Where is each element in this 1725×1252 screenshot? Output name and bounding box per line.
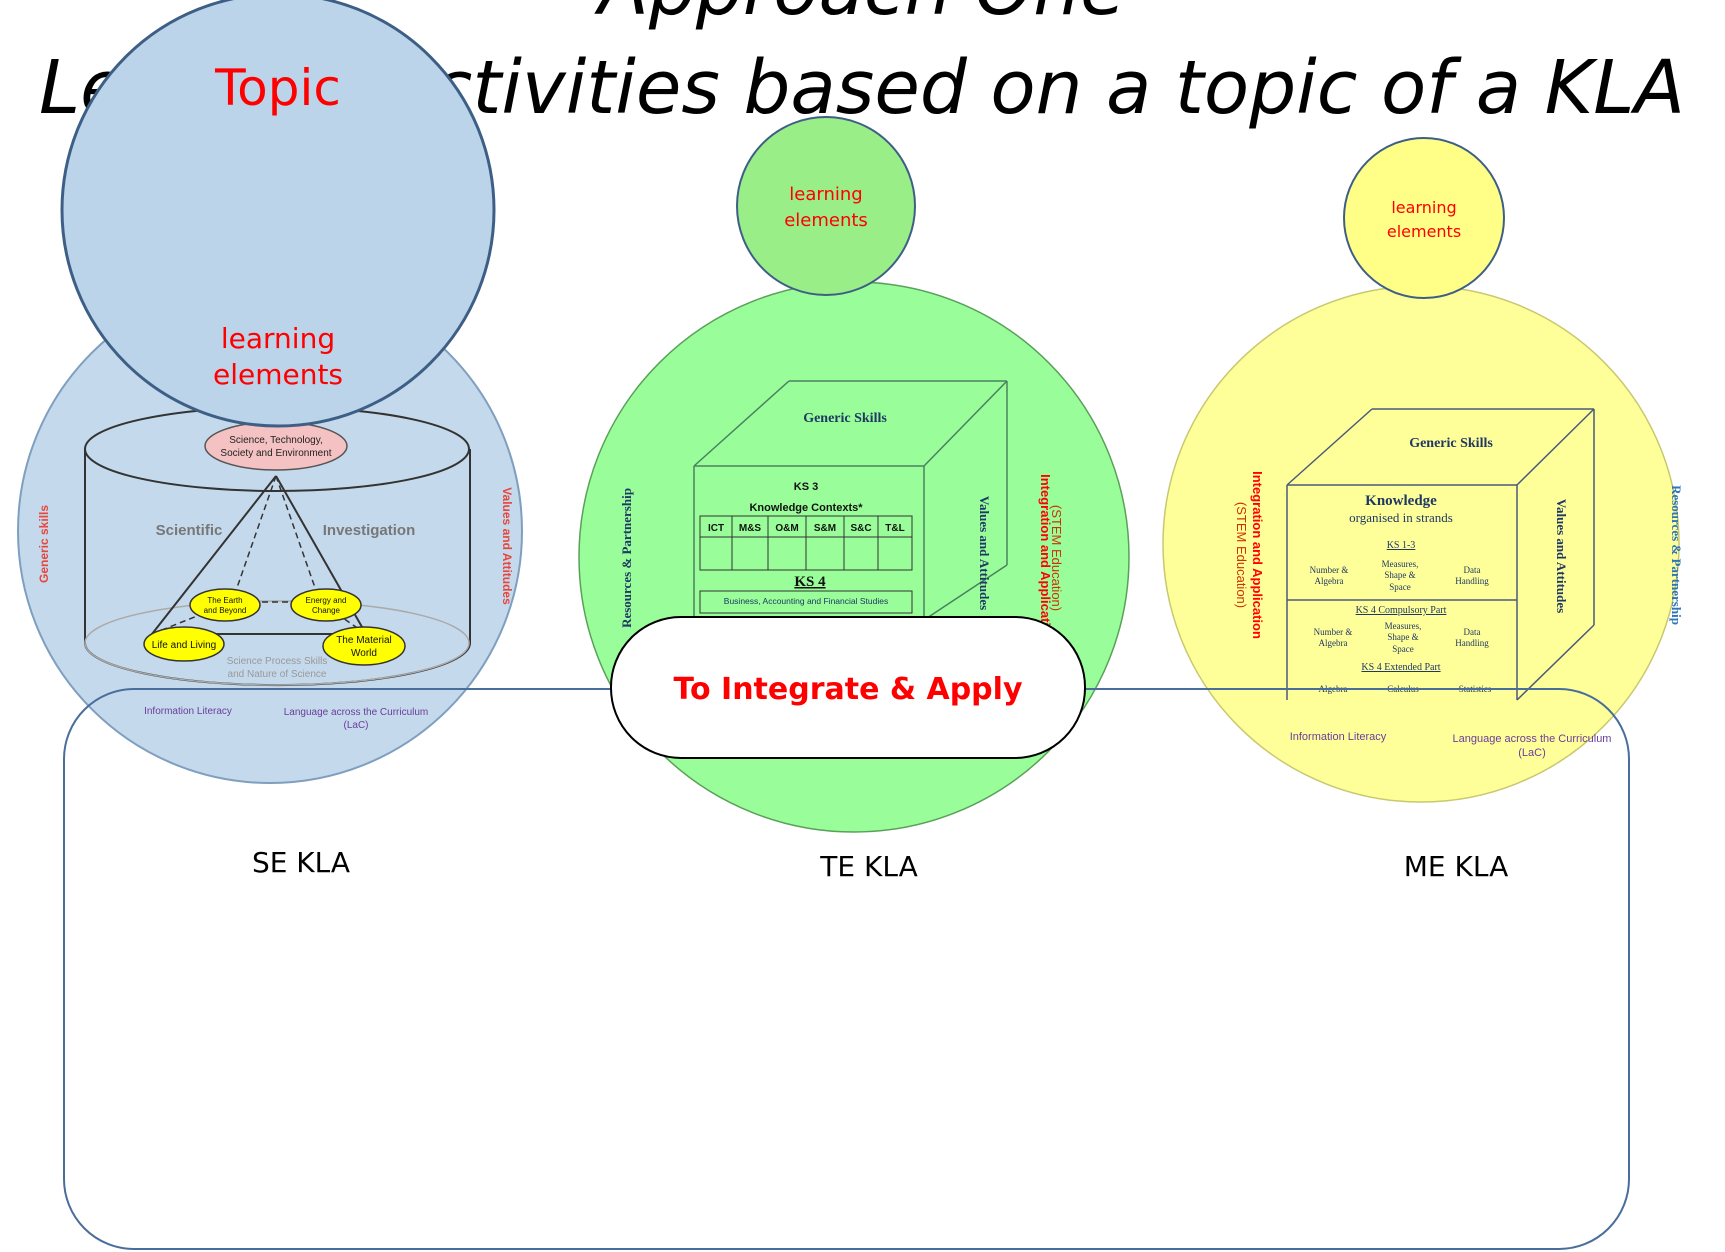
title-line1: Approach One [594,0,1125,32]
me-lac-line2: (LaC) [1518,747,1546,759]
me-stem: (STEM Education) [1234,502,1249,608]
te-generic-skills: Generic Skills [803,411,887,426]
me-r1-c1-l2: Algebra [1315,576,1344,586]
te-stem: (STEM Education) [1049,505,1064,611]
te-cube [693,380,1008,621]
me-r2-c3-l1: Data [1464,627,1481,637]
me-values: Values and Attitudes [1554,499,1569,613]
me-kla-label: ME KLA [1404,850,1509,883]
se-strand-energy-l1: Energy and [306,596,347,605]
se-strand-energy [290,588,362,622]
se-kla-label: SE KLA [252,846,350,879]
te-ks4: KS 4 [794,574,826,590]
me-r2-c3-l2: Handling [1455,638,1489,648]
te-values: Values and Attitudes [977,496,992,610]
te-cell-sm: S&M [814,523,836,534]
me-learning-word: learning [1391,198,1456,217]
se-strand-material-l2: World [351,648,377,659]
se-strand-life-label: Life and Living [152,640,217,651]
se-investigation-label: Investigation [323,522,416,539]
me-integration: Integration and Application [1250,471,1265,639]
me-r1-c3-l2: Handling [1455,576,1489,586]
me-strands: organised in strands [1349,510,1453,525]
se-scientific-label: Scientific [156,522,223,539]
me-info-literacy: Information Literacy [1290,731,1387,743]
se-strand-material-l1: The Material [336,635,392,646]
me-r2-c2-l3: Space [1392,644,1414,654]
se-process-line1: Science Process Skills [227,656,328,667]
te-learning-word: learning [789,184,862,205]
te-kla-label: TE KLA [819,850,917,883]
te-grid [699,515,913,571]
se-strand-earth [189,588,261,622]
me-ks13: KS 1-3 [1387,540,1416,551]
se-process-line2: and Nature of Science [228,669,327,680]
te-cell-ms: M&S [739,523,762,534]
me-r2-c1-l2: Algebra [1319,638,1348,648]
se-strand-energy-l2: Change [312,606,341,615]
me-r1-c3-l1: Data [1464,565,1481,575]
topic-label: Topic [214,59,341,117]
se-generic-skills: Generic skills [37,505,51,583]
me-elements-word: elements [1387,222,1461,241]
integrate-pill [610,616,1086,759]
me-resources: Resources & Partnership [1669,485,1684,625]
te-resources: Resources & Partnership [619,488,634,628]
me-r2-c2-l1: Measures, [1385,621,1422,631]
se-values-attitudes: Values and Attitudes [500,487,514,605]
se-strand-earth-l1: The Earth [207,596,242,605]
se-learning-word: learning [221,322,335,355]
te-contexts: Knowledge Contexts* [749,502,863,514]
me-r1-c2-l3: Space [1389,582,1411,592]
me-r1-c1-l1: Number & [1310,565,1349,575]
me-r1-c2-l1: Measures, [1382,559,1419,569]
me-learning-circle [1343,137,1505,299]
se-stse-line1: Science, Technology, [229,435,323,446]
te-cell-sc: S&C [850,523,871,534]
me-r2-c1-l1: Number & [1314,627,1353,637]
se-info-literacy: Information Literacy [144,706,232,717]
me-r1-c2-l2: Shape & [1384,570,1415,580]
te-ks4-sub: Business, Accounting and Financial Studi… [724,596,888,606]
te-ks3: KS 3 [794,481,818,493]
me-lac-line1: Language across the Curriculum [1453,733,1612,745]
integrate-label: To Integrate & Apply [674,672,1023,707]
te-elements-word: elements [784,210,868,231]
te-cell-om: O&M [775,523,798,534]
se-lac-line2: (LaC) [343,720,368,731]
se-strand-earth-l2: and Beyond [204,606,247,615]
me-knowledge: Knowledge [1365,493,1437,509]
te-cell-tl: T&L [885,523,904,534]
me-r2-c2-l2: Shape & [1387,632,1418,642]
te-integration: Integration and Application [1038,474,1053,642]
me-generic-skills: Generic Skills [1409,436,1493,451]
te-ks4-box [699,590,913,614]
se-stse-line2: Society and Environment [220,448,331,459]
se-elements-word: elements [213,358,343,391]
se-lac-line1: Language across the Curriculum [284,707,429,718]
se-strand-life [143,626,225,662]
se-stse-node [204,421,348,471]
te-learning-circle [736,116,916,296]
te-cell-ict: ICT [708,523,724,534]
me-compulsory: KS 4 Compulsory Part [1356,605,1447,616]
me-cube [1286,408,1595,701]
topic-circle [60,0,496,428]
me-extended: KS 4 Extended Part [1361,662,1440,673]
se-strand-material [322,626,406,666]
